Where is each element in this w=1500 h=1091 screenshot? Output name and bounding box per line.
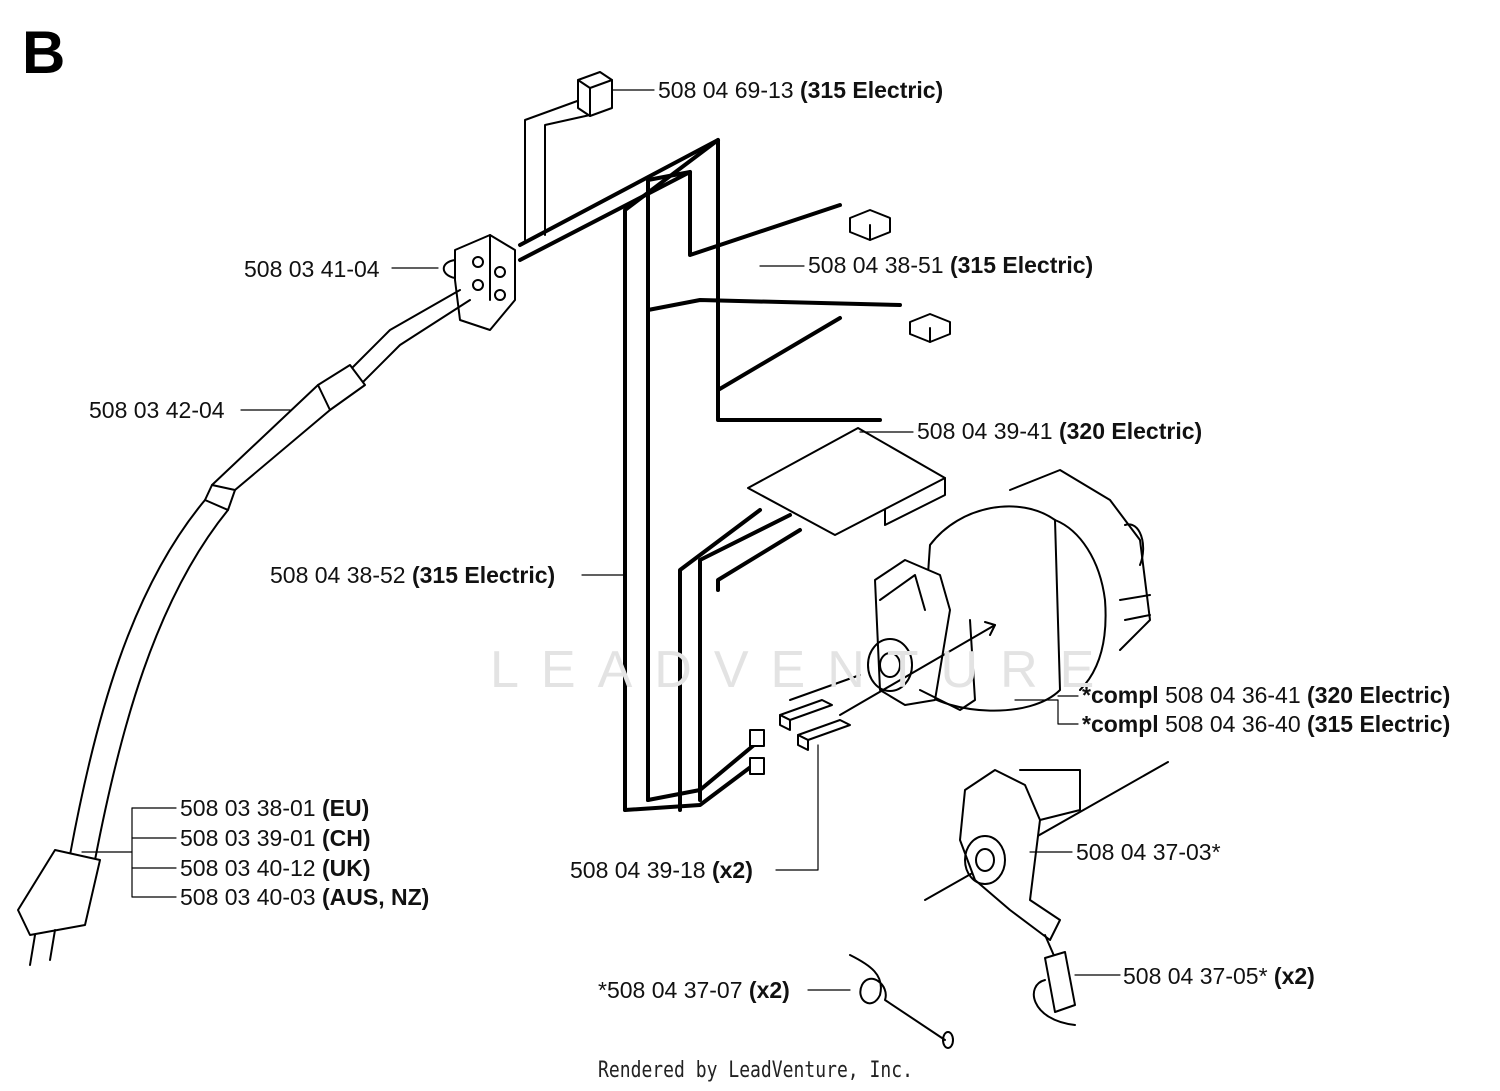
label-508-04-39-18[interactable]: 508 04 39-18 (x2) [570, 857, 753, 883]
circuit-board [747, 427, 946, 536]
label-compl-508-04-36-41[interactable]: *compl 508 04 36-41 (320 Electric) [1082, 682, 1451, 708]
wire-terminals-small [749, 729, 765, 775]
label-508-03-42-04[interactable]: 508 03 42-04 [89, 397, 225, 423]
power-cord [17, 289, 471, 966]
switch [442, 234, 516, 331]
label-508-04-37-07[interactable]: *508 04 37-07 (x2) [598, 977, 790, 1003]
label-508-04-38-51[interactable]: 508 04 38-51 (315 Electric) [808, 252, 1094, 278]
label-compl-508-04-36-40[interactable]: *compl 508 04 36-40 (315 Electric) [1082, 711, 1451, 737]
wire-terminal-lower [909, 313, 951, 343]
motor [867, 469, 1151, 712]
label-508-04-39-41[interactable]: 508 04 39-41 (320 Electric) [917, 418, 1203, 444]
section-letter: B [22, 19, 66, 86]
label-508-04-69-13[interactable]: 508 04 69-13 (315 Electric) [658, 77, 944, 103]
spring [849, 954, 954, 1049]
assembly-arrows [789, 621, 996, 716]
connector-top [577, 71, 613, 117]
label-508-03-38-01[interactable]: 508 03 38-01 (EU) [180, 795, 370, 821]
brush [1032, 934, 1076, 1026]
leader-lines [81, 89, 1121, 991]
label-508-03-40-12[interactable]: 508 03 40-12 (UK) [180, 855, 371, 881]
label-508-04-38-52[interactable]: 508 04 38-52 (315 Electric) [270, 562, 556, 588]
carbon-brushes [779, 699, 851, 751]
label-508-04-37-05[interactable]: 508 04 37-05* (x2) [1123, 963, 1315, 989]
watermark: LEADVENTURE [490, 641, 1117, 699]
connector-wire [524, 99, 591, 241]
label-508-03-41-04[interactable]: 508 03 41-04 [244, 256, 380, 282]
wire-terminal-upper [849, 209, 891, 241]
wiring-harness [518, 138, 902, 812]
brush-holder [924, 761, 1169, 941]
label-508-03-39-01[interactable]: 508 03 39-01 (CH) [180, 825, 371, 851]
label-508-03-40-03[interactable]: 508 03 40-03 (AUS, NZ) [180, 884, 430, 910]
label-508-04-37-03[interactable]: 508 04 37-03* [1076, 839, 1221, 865]
footer-credit: Rendered by LeadVenture, Inc. [598, 1058, 913, 1083]
